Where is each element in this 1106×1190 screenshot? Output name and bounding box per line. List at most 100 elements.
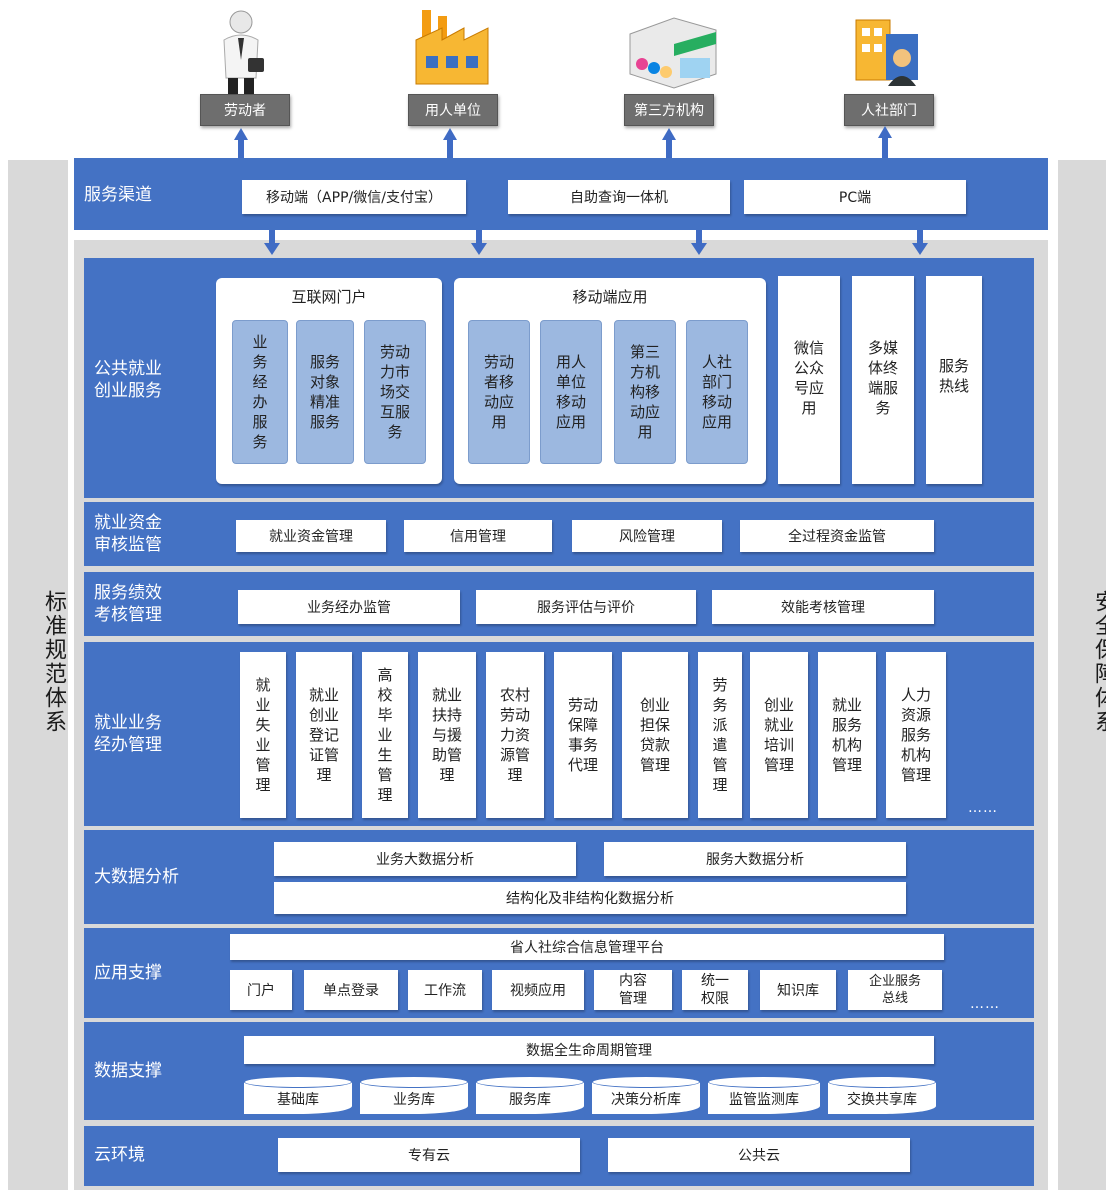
cloud-item: 专有云 <box>278 1138 580 1172</box>
business-management-band: 就业业务 经办管理 就业失业管理 就业创业登记证管理 高校毕业生管理 就业扶持与… <box>84 642 1034 826</box>
band-title: 公共就业 创业服务 <box>94 359 162 401</box>
security-column: 安全保障体系 <box>1058 160 1106 1190</box>
standards-column: 标准规范体系 <box>8 160 68 1190</box>
channel-kiosk: 自助查询一体机 <box>508 180 730 214</box>
actor-third-party: 第三方机构 <box>620 0 740 160</box>
actor-label: 第三方机构 <box>624 94 714 126</box>
support-item: 内容管理 <box>594 970 672 1010</box>
mobile-item: 第三方机构移动应用 <box>614 320 676 464</box>
business-item: 劳务派遣管理 <box>698 652 742 818</box>
business-item: 劳动保障事务代理 <box>554 652 612 818</box>
band-title: 数据支撑 <box>94 1061 162 1081</box>
service-hotline-box: 服务热线 <box>926 276 982 484</box>
support-item: 视频应用 <box>492 970 584 1010</box>
panel-title: 互联网门户 <box>291 288 367 306</box>
mobile-item: 劳动者移动应用 <box>468 320 530 464</box>
panel-title: 移动端应用 <box>572 288 648 306</box>
fund-item: 风险管理 <box>572 520 722 552</box>
business-item: 就业扶持与援助管理 <box>418 652 476 818</box>
portal-item: 服务对象精准服务 <box>296 320 354 464</box>
business-item: 就业服务机构管理 <box>818 652 876 818</box>
down-arrow <box>471 230 487 256</box>
more-ellipsis: …… <box>970 996 1000 1012</box>
band-title: 应用支撑 <box>94 963 162 983</box>
band-title: 就业业务 经办管理 <box>94 713 162 755</box>
fund-item: 信用管理 <box>404 520 552 552</box>
database-cylinder: 业务库 <box>360 1076 468 1114</box>
big-data-band: 大数据分析 业务大数据分析 服务大数据分析 结构化及非结构化数据分析 <box>84 830 1034 924</box>
service-channel-band: 服务渠道 移动端（APP/微信/支付宝） 自助查询一体机 PC端 <box>74 158 1048 230</box>
office-icon <box>855 19 918 86</box>
bigdata-item: 服务大数据分析 <box>604 842 906 876</box>
multimedia-terminal-box: 多媒体终端服务 <box>852 276 914 484</box>
support-item: 工作流 <box>408 970 482 1010</box>
mobile-item: 用人单位移动应用 <box>540 320 602 464</box>
actor-hr-department: 人社部门 <box>840 0 960 160</box>
database-cylinder: 监管监测库 <box>708 1076 820 1114</box>
channel-mobile: 移动端（APP/微信/支付宝） <box>242 180 466 214</box>
band-title: 大数据分析 <box>94 867 179 887</box>
performance-item: 业务经办监管 <box>238 590 460 624</box>
portal-item: 劳动力市场交互服务 <box>364 320 426 464</box>
store-icon <box>629 17 717 89</box>
more-ellipsis: …… <box>968 800 998 816</box>
down-arrow <box>264 230 280 256</box>
worker-icon <box>223 10 264 94</box>
band-title: 云环境 <box>94 1145 145 1165</box>
database-cylinder: 服务库 <box>476 1076 584 1114</box>
business-item: 就业失业管理 <box>240 652 286 818</box>
standards-label: 标准规范体系 <box>41 590 66 734</box>
mobile-app-panel: 移动端应用 劳动者移动应用 用人单位移动应用 第三方机构移动应用 人社部门移动应… <box>454 278 766 484</box>
band-title: 就业资金 审核监管 <box>94 513 162 555</box>
portal-item: 业务经办服务 <box>232 320 288 464</box>
fund-item: 就业资金管理 <box>236 520 386 552</box>
data-support-band: 数据支撑 数据全生命周期管理 基础库 业务库 服务库 决策分析库 监管监测库 交… <box>84 1022 1034 1120</box>
app-support-band: 应用支撑 省人社综合信息管理平台 门户 单点登录 工作流 视频应用 内容管理 统… <box>84 928 1034 1018</box>
support-item: 知识库 <box>760 970 836 1010</box>
internet-portal-panel: 互联网门户 业务经办服务 服务对象精准服务 劳动力市场交互服务 <box>216 278 442 484</box>
down-arrow <box>691 230 707 256</box>
cloud-band: 云环境 专有云 公共云 <box>84 1126 1034 1186</box>
actor-label: 用人单位 <box>408 94 498 126</box>
business-item: 人力资源服务机构管理 <box>886 652 946 818</box>
bigdata-item: 结构化及非结构化数据分析 <box>274 882 906 914</box>
public-service-band: 公共就业 创业服务 互联网门户 业务经办服务 服务对象精准服务 劳动力市场交互服… <box>84 258 1034 498</box>
actor-employer: 用人单位 <box>404 0 524 160</box>
support-item: 门户 <box>230 970 292 1010</box>
wechat-app-box: 微信公众号应用 <box>778 276 840 484</box>
up-arrow <box>443 128 457 158</box>
up-arrow <box>234 128 248 158</box>
security-label: 安全保障体系 <box>1091 590 1106 734</box>
channel-pc: PC端 <box>744 180 966 214</box>
down-arrow <box>912 230 928 256</box>
bigdata-item: 业务大数据分析 <box>274 842 576 876</box>
database-cylinder: 交换共享库 <box>828 1076 936 1114</box>
business-item: 高校毕业生管理 <box>362 652 408 818</box>
business-item: 农村劳动力资源管理 <box>486 652 544 818</box>
business-item: 创业就业培训管理 <box>750 652 808 818</box>
performance-band: 服务绩效 考核管理 业务经办监管 服务评估与评价 效能考核管理 <box>84 572 1034 636</box>
up-arrow <box>878 126 892 158</box>
actor-label: 人社部门 <box>844 94 934 126</box>
performance-item: 服务评估与评价 <box>476 590 696 624</box>
actor-worker: 劳动者 <box>196 0 316 160</box>
platform-box: 省人社综合信息管理平台 <box>230 934 944 960</box>
support-item: 企业服务总线 <box>848 970 942 1010</box>
support-item: 单点登录 <box>304 970 398 1010</box>
business-item: 创业担保贷款管理 <box>622 652 688 818</box>
up-arrow <box>662 128 676 158</box>
fund-item: 全过程资金监管 <box>740 520 934 552</box>
support-item: 统一权限 <box>682 970 748 1010</box>
band-title: 服务渠道 <box>84 185 152 205</box>
lifecycle-box: 数据全生命周期管理 <box>244 1036 934 1064</box>
business-item: 就业创业登记证管理 <box>296 652 352 818</box>
database-cylinder: 基础库 <box>244 1076 352 1114</box>
factory-icon <box>415 10 489 85</box>
fund-supervision-band: 就业资金 审核监管 就业资金管理 信用管理 风险管理 全过程资金监管 <box>84 502 1034 566</box>
performance-item: 效能考核管理 <box>712 590 934 624</box>
database-cylinder: 决策分析库 <box>592 1076 700 1114</box>
band-title: 服务绩效 考核管理 <box>94 583 162 625</box>
actor-label: 劳动者 <box>200 94 290 126</box>
cloud-item: 公共云 <box>608 1138 910 1172</box>
mobile-item: 人社部门移动应用 <box>686 320 748 464</box>
